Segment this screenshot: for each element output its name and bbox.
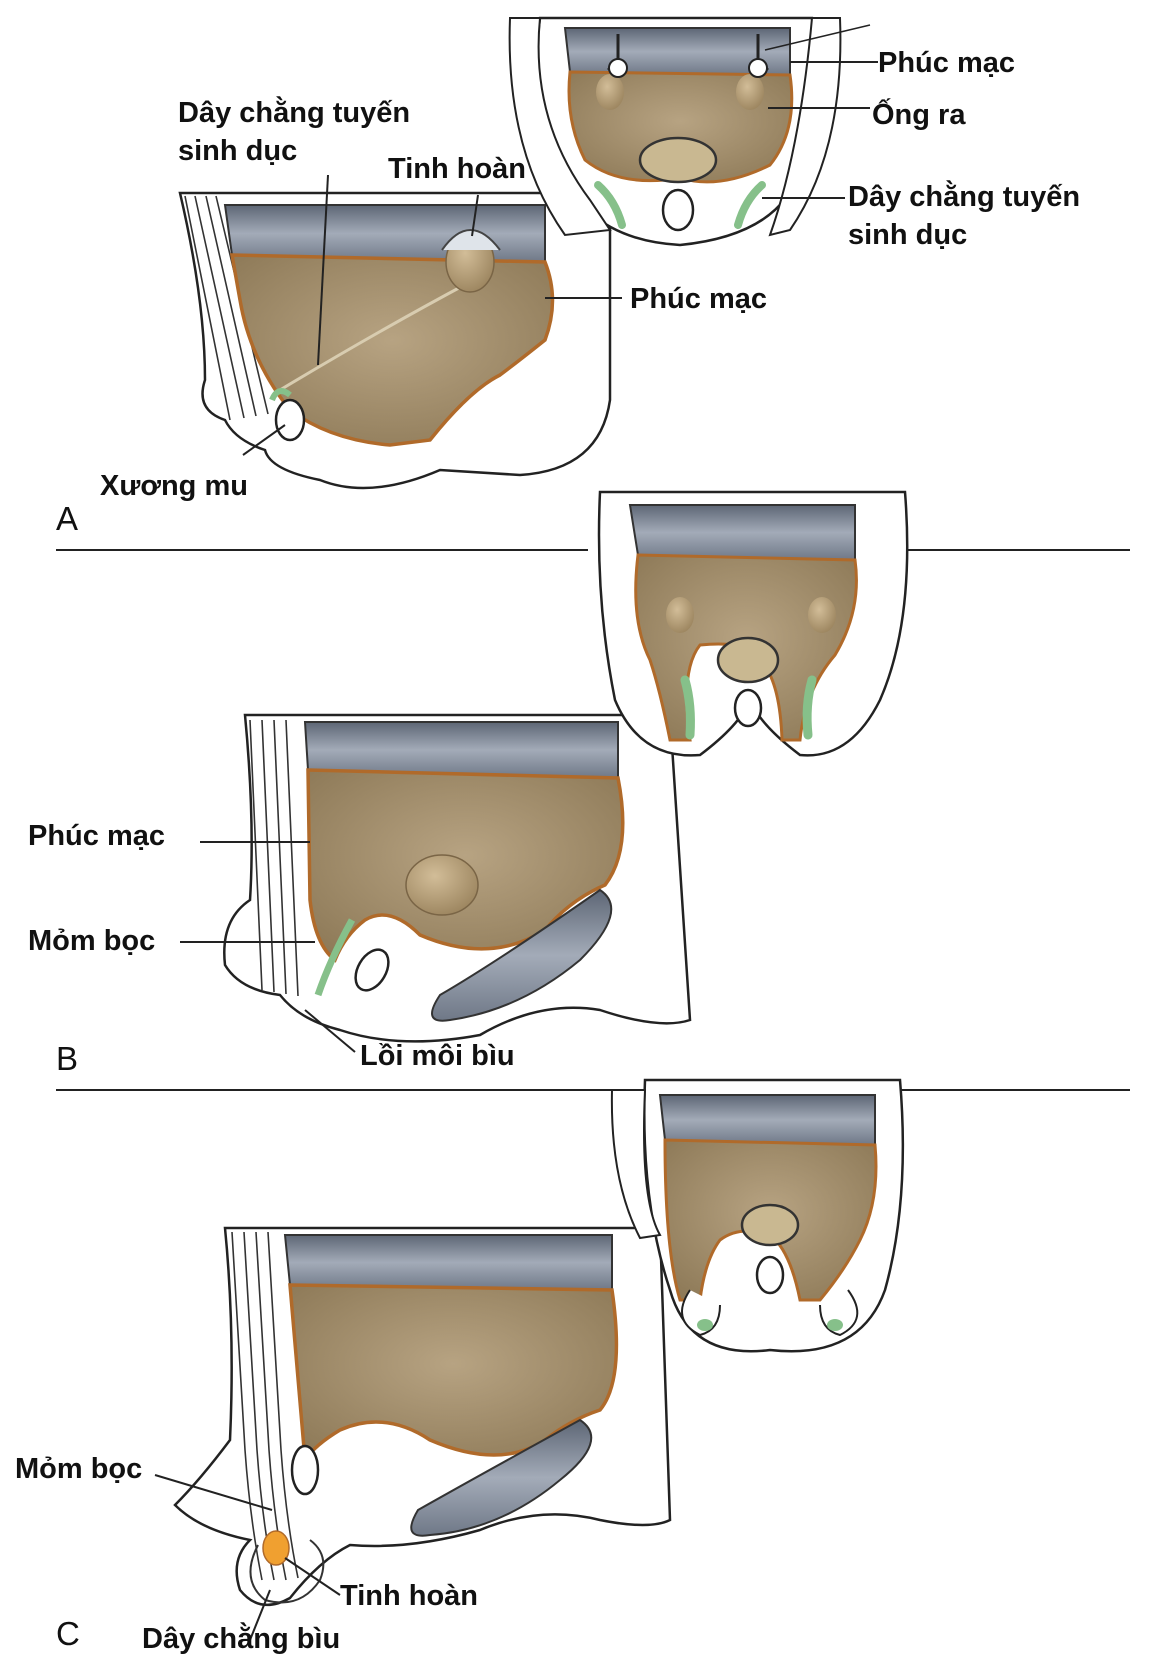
panel-b: Phúc mạc Mỏm bọc Lồi môi bìu B: [28, 492, 907, 1077]
label-inset-ligament-a-2: sinh dục: [848, 219, 967, 251]
label-peritoneum-b: Phúc mạc: [28, 820, 165, 852]
panel-letter-c: C: [56, 1615, 80, 1652]
label-testis-a: Tinh hoàn: [388, 153, 526, 185]
label-testis-c: Tinh hoàn: [340, 1580, 478, 1612]
testis-c: [263, 1531, 289, 1565]
pubic-bone-a: [276, 400, 304, 440]
label-gonadal-ligament-a-1: Dây chằng tuyến: [178, 95, 410, 129]
inset-gubernaculum-right-c: [827, 1319, 843, 1331]
inset-grey-wall-c: [660, 1095, 875, 1145]
inset-bladder-a: [663, 190, 693, 230]
inset-duct-end-right-a: [749, 59, 767, 77]
inset-testis-left-b: [666, 597, 694, 633]
label-inset-duct-a: Ống ra: [872, 97, 966, 131]
inset-testis-left-a: [596, 74, 624, 110]
testis-b: [406, 855, 478, 915]
inset-grey-wall-b: [630, 505, 855, 560]
inset-gubernaculum-right-b: [807, 680, 812, 735]
inset-bladder-b: [735, 690, 761, 726]
panel-letter-a: A: [56, 500, 78, 537]
inset-testis-right-b: [808, 597, 836, 633]
label-pubic-bone-a: Xương mu: [100, 470, 248, 502]
label-vaginal-process-b: Mỏm bọc: [28, 925, 155, 957]
inset-gut-a: [640, 138, 716, 182]
posterior-wall-c: [285, 1235, 612, 1290]
inset-cross-section-b: [599, 492, 907, 755]
label-inset-ligament-a-1: Dây chằng tuyến: [848, 179, 1080, 213]
inset-cross-section-a: Phúc mạc Ống ra Dây chằng tuyến sinh dục: [510, 18, 1080, 251]
inset-gubernaculum-left-c: [697, 1319, 713, 1331]
label-labioscrotal-b: Lồi môi bìu: [360, 1040, 515, 1072]
inset-testis-right-a: [736, 74, 764, 110]
inset-gut-c: [742, 1205, 798, 1245]
label-vaginal-process-c: Mỏm bọc: [15, 1453, 142, 1485]
label-gonadal-ligament-a-2: sinh dục: [178, 135, 297, 167]
pubic-bone-c: [292, 1446, 318, 1494]
panel-a: Dây chằng tuyến sinh dục Tinh hoàn Phúc …: [56, 18, 1080, 537]
label-scrotal-ligament-c: Dây chằng bìu: [142, 1621, 340, 1655]
panel-letter-b: B: [56, 1040, 78, 1077]
inset-gut-b: [718, 638, 778, 682]
label-peritoneum-a: Phúc mạc: [630, 283, 767, 315]
posterior-wall-a: [225, 205, 545, 262]
inset-bladder-c: [757, 1257, 783, 1293]
inset-duct-end-left-a: [609, 59, 627, 77]
panel-c: Mỏm bọc Tinh hoàn Dây chằng bìu C: [15, 1080, 903, 1655]
label-inset-peritoneum-a: Phúc mạc: [878, 47, 1015, 79]
